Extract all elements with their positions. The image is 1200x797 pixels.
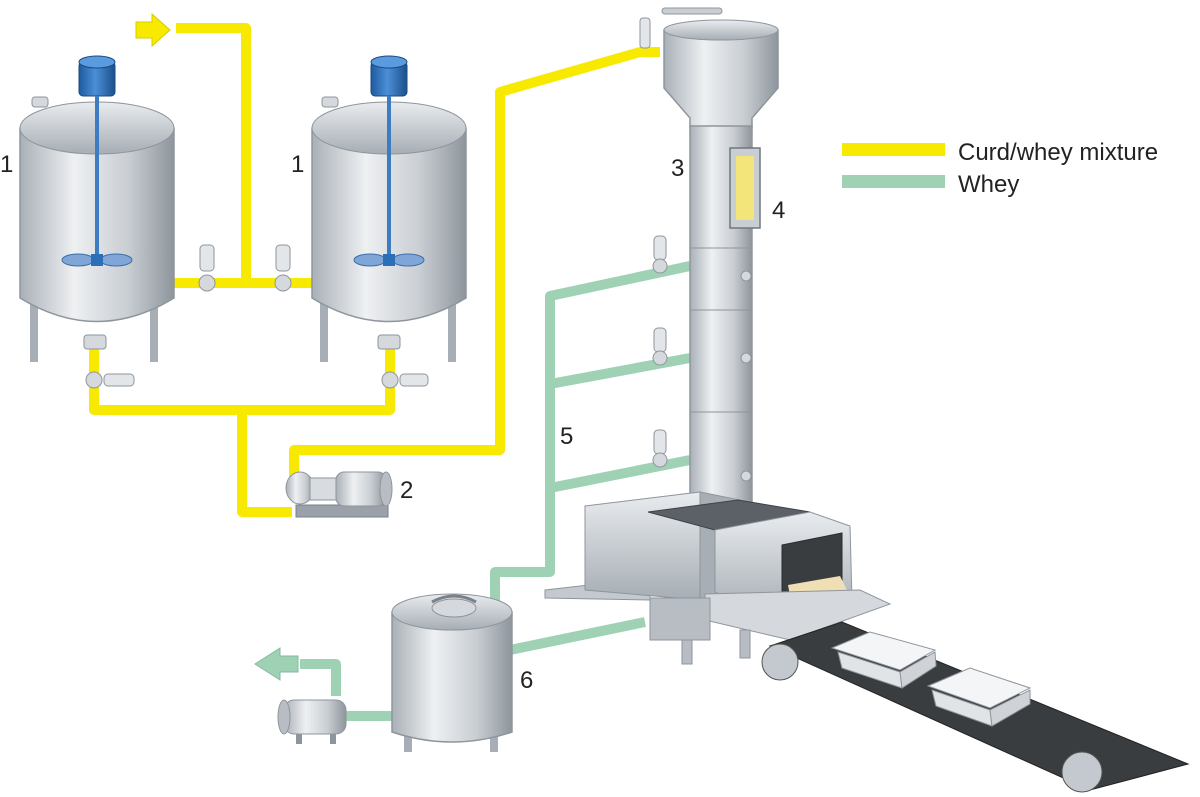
whey-pipe-middle	[549, 353, 691, 389]
legend-swatch-whey	[842, 175, 945, 188]
mixing-tank-right	[311, 55, 467, 389]
block-cutter-housing	[544, 491, 892, 665]
mould-icon	[830, 631, 937, 689]
label-whey-pipes: 5	[560, 423, 573, 450]
legend-swatch-curd	[842, 143, 945, 156]
legend-label-whey: Whey	[958, 171, 1019, 198]
valve-icon	[85, 371, 103, 389]
sight-glass	[729, 147, 761, 229]
whey-to-tank-pipe	[508, 617, 647, 655]
mixing-tank-left	[19, 55, 175, 389]
arrow-out-icon	[254, 647, 299, 681]
whey-pipe-lower	[549, 455, 691, 493]
valve-icon	[652, 235, 668, 274]
legend: Curd/whey mixture Whey	[842, 139, 1158, 198]
valve-icon	[198, 244, 216, 292]
label-column: 3	[671, 155, 684, 182]
tank-outlet-manifold	[89, 345, 395, 415]
label-mixing-tank-left: 1	[0, 151, 13, 178]
whey-pump-up-pipe	[300, 659, 341, 696]
valve-icon	[381, 371, 399, 389]
agitator-icon	[61, 55, 133, 267]
whey-pipes	[300, 261, 692, 721]
pump-to-column-pipe	[289, 47, 660, 478]
label-mixing-tank-right: 1	[291, 151, 304, 178]
valve-icon	[652, 429, 668, 468]
pump-icon	[285, 471, 393, 518]
label-sight-glass: 4	[772, 197, 785, 224]
legend-label-curd: Curd/whey mixture	[958, 139, 1158, 166]
mould-icon	[926, 667, 1032, 727]
agitator-icon	[353, 55, 425, 267]
label-pump-feed: 2	[400, 477, 413, 504]
arrow-in-icon	[135, 12, 171, 48]
valve-icon	[652, 327, 668, 366]
whey-tank	[391, 593, 513, 752]
pump-icon	[277, 699, 347, 744]
inlet-pipe	[176, 23, 251, 283]
label-whey-tank: 6	[520, 667, 533, 694]
whey-pipe-upper	[490, 261, 692, 610]
manifold-to-pump	[237, 410, 292, 517]
valve-icon	[274, 244, 292, 292]
